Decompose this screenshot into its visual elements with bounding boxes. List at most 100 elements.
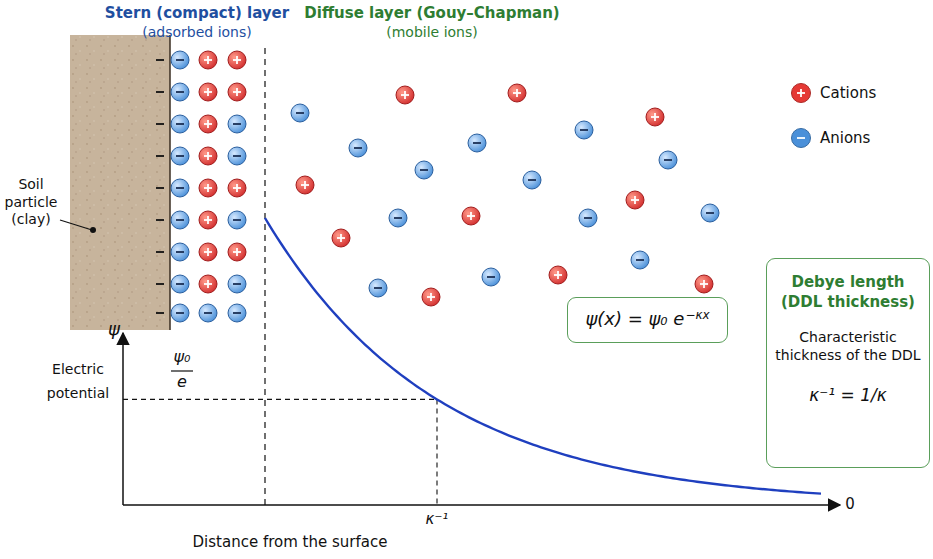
cation (228, 83, 246, 101)
charge-sign (430, 293, 432, 301)
charge-sign (156, 91, 164, 93)
axis-label: Distance from the surface (193, 533, 388, 552)
ion-circle (171, 179, 189, 197)
charge-sign (233, 283, 241, 285)
cation (508, 84, 526, 102)
ion-circle (171, 51, 189, 69)
ion-circle (199, 275, 217, 293)
ion-circle (701, 204, 719, 222)
ion-circle (171, 83, 189, 101)
charge-sign (664, 159, 672, 161)
anion (171, 179, 189, 197)
charge-sign (207, 152, 209, 160)
ion-circle (291, 104, 309, 122)
cation (228, 243, 246, 261)
charge-sign (176, 91, 184, 93)
ion-circle (228, 147, 246, 165)
anion (171, 211, 189, 229)
anion (171, 304, 189, 322)
anion (575, 121, 593, 139)
ion-circle (349, 139, 367, 157)
legend-label: Cations (820, 84, 876, 102)
cation (332, 229, 350, 247)
layer-subheading: (adsorbed ions) (142, 24, 251, 42)
leader-line (60, 220, 92, 230)
axis-label: ψ (108, 318, 120, 341)
ion-circle (199, 115, 217, 133)
charge-sign (207, 88, 209, 96)
box-heading: ψ(x) = ψ₀ e (585, 308, 684, 329)
charge-sign (176, 155, 184, 157)
charge-sign (636, 259, 644, 261)
charge-sign (207, 216, 209, 224)
box-heading: Debye length (DDL thickness) (775, 273, 921, 312)
axis-label: Electric potential (36, 358, 120, 406)
ion-circle (626, 191, 644, 209)
charge-sign (156, 59, 164, 61)
cation (695, 275, 713, 293)
cation (199, 115, 217, 133)
cation (199, 243, 217, 261)
ion-circle (508, 84, 526, 102)
charge-sign (156, 123, 164, 125)
charge-sign (340, 234, 342, 242)
definition-box: Debye length (DDL thickness)Characterist… (766, 258, 930, 468)
anion (523, 171, 541, 189)
formula-box: ψ(x) = ψ₀ e−κx (567, 297, 728, 343)
anion (631, 251, 649, 269)
leader-dot (90, 227, 96, 233)
charge-sign (233, 155, 241, 157)
swatch-circle (792, 129, 811, 148)
anion (171, 243, 189, 261)
charge-sign (233, 312, 241, 314)
ion-circle (332, 229, 350, 247)
charge-sign (487, 276, 495, 278)
charge-sign (233, 123, 241, 125)
ion-circle (389, 209, 407, 227)
anion (389, 209, 407, 227)
charge-sign (207, 280, 209, 288)
anion (171, 147, 189, 165)
anion (291, 104, 309, 122)
ion-circle (579, 209, 597, 227)
ion-circle (575, 121, 593, 139)
anion (228, 275, 246, 293)
cation (199, 275, 217, 293)
charge-sign (156, 251, 164, 253)
ion-circle (228, 243, 246, 261)
anion (659, 151, 677, 169)
charge-sign (473, 142, 481, 144)
ion-circle (422, 288, 440, 306)
cation (626, 191, 644, 209)
ion-circle (171, 275, 189, 293)
charge-sign (176, 219, 184, 221)
ion-circle (228, 51, 246, 69)
charge-sign (304, 181, 306, 189)
ion-circle (631, 251, 649, 269)
anion (228, 211, 246, 229)
surface-charges (156, 60, 164, 313)
charge-sign (654, 113, 656, 121)
charge-sign (528, 179, 536, 181)
particle-surface (169, 35, 171, 330)
charge-sign (703, 280, 705, 288)
charge-sign (470, 212, 472, 220)
charge-sign (176, 59, 184, 61)
potential-curve (265, 218, 821, 494)
layer-subheading: (mobile ions) (386, 24, 477, 42)
charge-sign (634, 196, 636, 204)
anion (579, 209, 597, 227)
layer-heading: Stern (compact) layer (105, 4, 289, 23)
cation (296, 176, 314, 194)
guide-line (436, 399, 437, 505)
ion-circle (199, 51, 217, 69)
clay-particle (70, 35, 170, 330)
guide-line (123, 399, 437, 400)
ion-circle (171, 304, 189, 322)
tick-label: 0 (845, 495, 855, 514)
cation (228, 51, 246, 69)
charge-sign (176, 283, 184, 285)
ion-circle (549, 266, 567, 284)
ion-circle (296, 176, 314, 194)
charge-sign (176, 187, 184, 189)
